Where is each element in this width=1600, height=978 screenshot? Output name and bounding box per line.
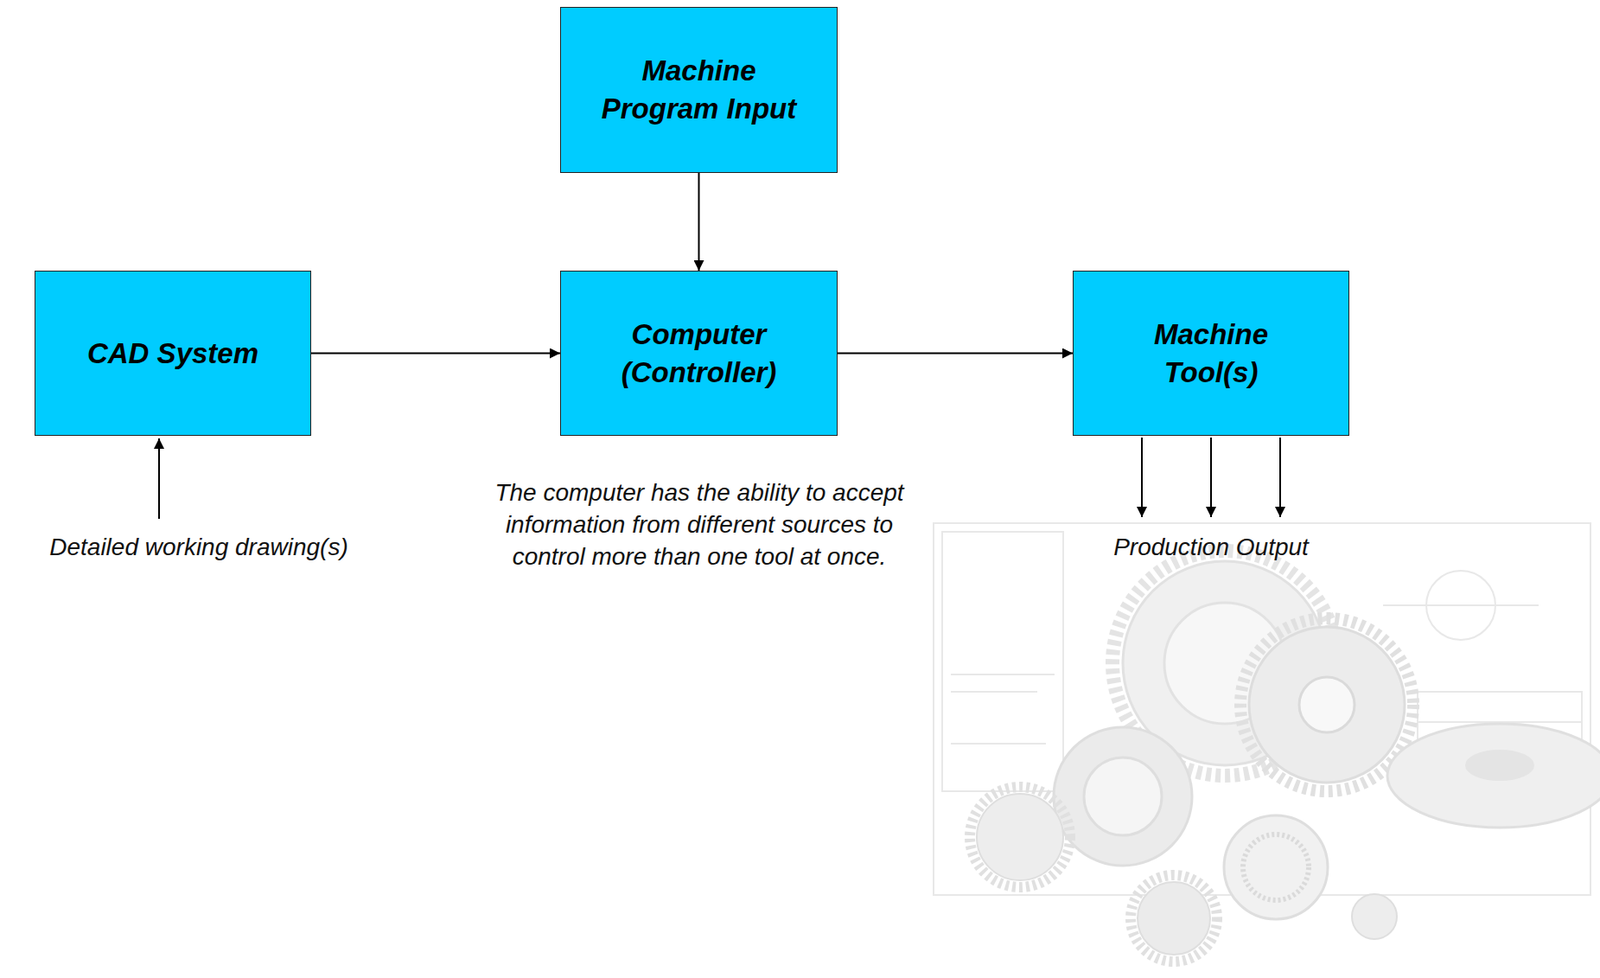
box-label: Machine Program Input <box>595 51 804 128</box>
input-arrow <box>158 438 160 519</box>
flow-arrow <box>698 172 701 271</box>
note-text: The computer has the ability to accept i… <box>474 477 925 574</box>
output-arrow <box>1279 437 1282 517</box>
box-label: Computer (Controller) <box>595 315 804 391</box>
output-arrow <box>1141 437 1143 517</box>
process-box: CAD System <box>34 270 312 436</box>
output-arrow <box>1210 437 1212 517</box>
box-label: Machine Tool(s) <box>1107 315 1315 391</box>
box-label: CAD System <box>69 334 277 373</box>
flow-arrow <box>311 352 561 355</box>
process-box: Machine Tool(s) <box>1072 270 1350 436</box>
flow-arrow <box>837 352 1073 355</box>
process-box: Machine Program Input <box>560 6 838 173</box>
flow-label: Production Output <box>1068 531 1354 564</box>
process-box: Computer (Controller) <box>560 270 838 436</box>
flow-label: Detailed working drawing(s) <box>8 531 389 564</box>
gear-shapes <box>969 550 1600 962</box>
